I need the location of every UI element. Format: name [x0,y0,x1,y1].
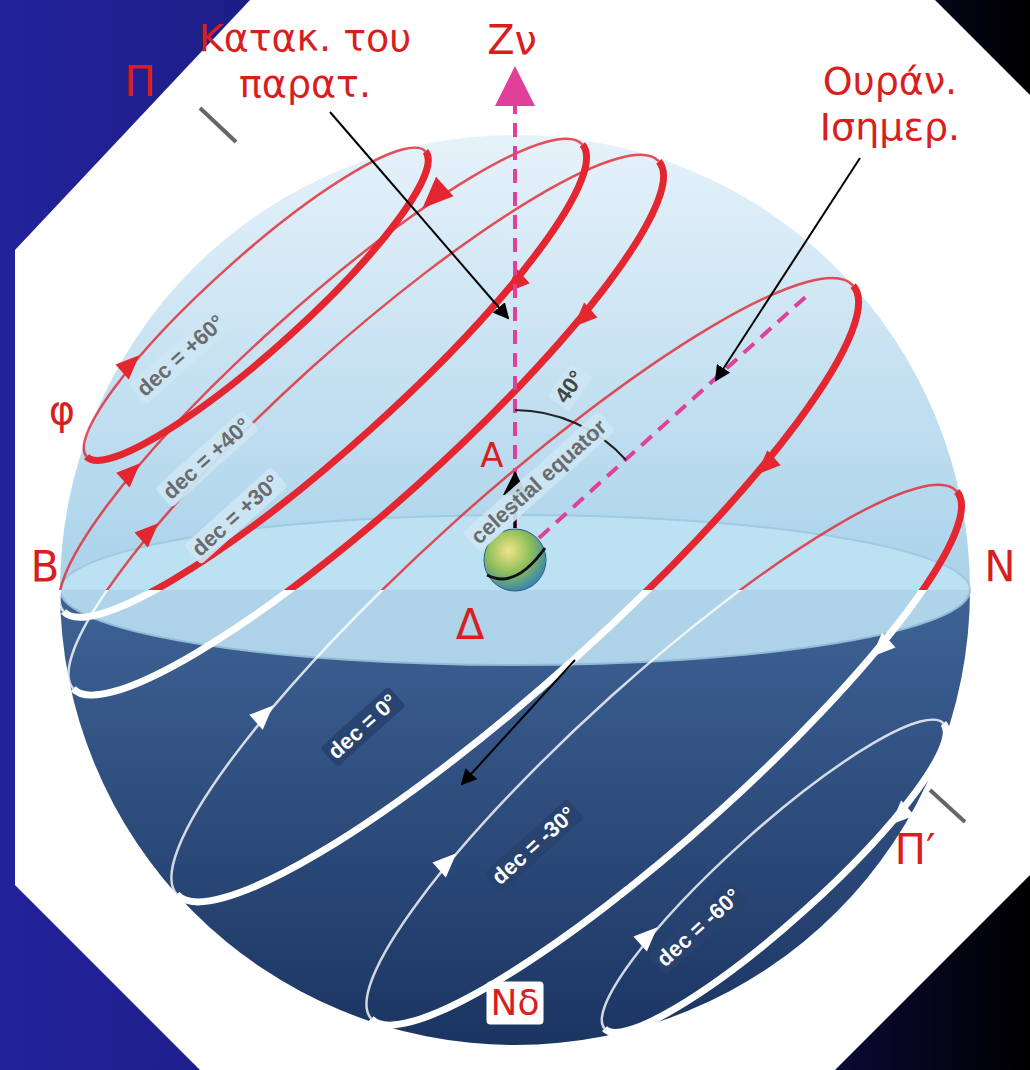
declination-label: dec = +60° [129,307,234,405]
equator-direction-line [539,292,811,538]
pole-label: Π [124,57,156,107]
pole-axis-stub [930,790,965,822]
zenith-label: Ζν [487,16,537,64]
octagon-panel [15,0,1030,1070]
angle-label: 40° [547,363,592,412]
latitude-label: φ [49,386,75,434]
equator-callout: Ουράν. Ισημερ. [765,59,1015,150]
leader-line [716,158,860,380]
south-label: Ν [984,542,1015,592]
pole-axis-stub [200,108,236,142]
east-label: Δ [456,600,485,650]
leader-line [330,112,508,318]
earth-equator [487,548,545,579]
south-pole-label: Π′ [894,825,935,875]
circles-below-horizon [17,590,1010,1070]
declination-label: dec = -60° [649,881,750,975]
nadir-label: Νδ [487,981,544,1024]
north-label: Β [31,542,60,592]
observer-point-label: Α [480,435,503,476]
zenith-line [513,74,517,528]
observer-vertical-label: Κατακ. του παρατ. [165,16,445,107]
declination-label: dec = -30° [484,799,585,893]
declination-circles-white [17,590,1010,1070]
declination-label: dec = 0° [320,686,406,767]
equator-label: celestial equator [463,411,616,552]
leader-line [462,660,575,784]
